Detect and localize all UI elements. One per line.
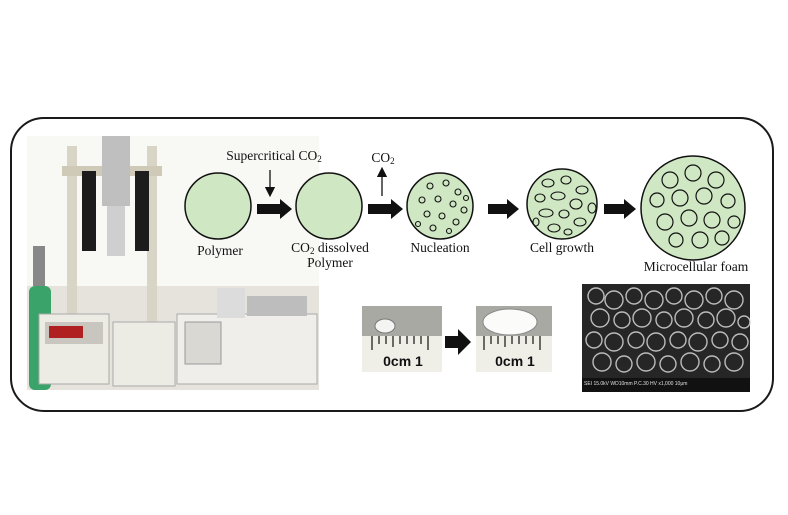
microcellular-foam-label: Microcellular foam	[643, 259, 749, 274]
nucleation-cells	[414, 179, 470, 235]
ruler-right-label: 0cm 1	[495, 353, 535, 369]
co2-out-label: CO2	[371, 150, 395, 166]
arrow-2	[368, 199, 403, 219]
arrow-1	[257, 199, 292, 219]
sample-after-panel	[476, 306, 552, 372]
supercritical-co2-label: Supercritical CO2	[226, 148, 322, 164]
polymer-label: Polymer	[197, 243, 243, 258]
polymer-circle	[184, 172, 252, 240]
nucleation-circle	[406, 172, 474, 240]
sample-before-panel	[362, 306, 442, 372]
foam-circle	[640, 155, 746, 261]
sem-caption: SEI 15.0kV WD10mm P.C.30 HV x1,000 10μm	[584, 381, 688, 387]
ruler-left-label: 0cm 1	[383, 353, 423, 369]
dissolved-label: CO2 dissolved Polymer	[291, 240, 369, 270]
nucleation-label: Nucleation	[410, 240, 470, 255]
arrow-4	[604, 199, 636, 219]
arrow-3	[488, 199, 519, 219]
sem-image	[582, 284, 751, 392]
diagram-frame	[10, 117, 774, 412]
equipment-photo	[27, 136, 319, 390]
sample-arrow	[445, 329, 471, 355]
cell-growth-cells	[532, 175, 597, 236]
cell-growth-circle	[526, 168, 598, 240]
cell-growth-label: Cell growth	[529, 240, 595, 255]
dissolved-circle	[295, 172, 363, 240]
foam-cells	[649, 164, 741, 249]
